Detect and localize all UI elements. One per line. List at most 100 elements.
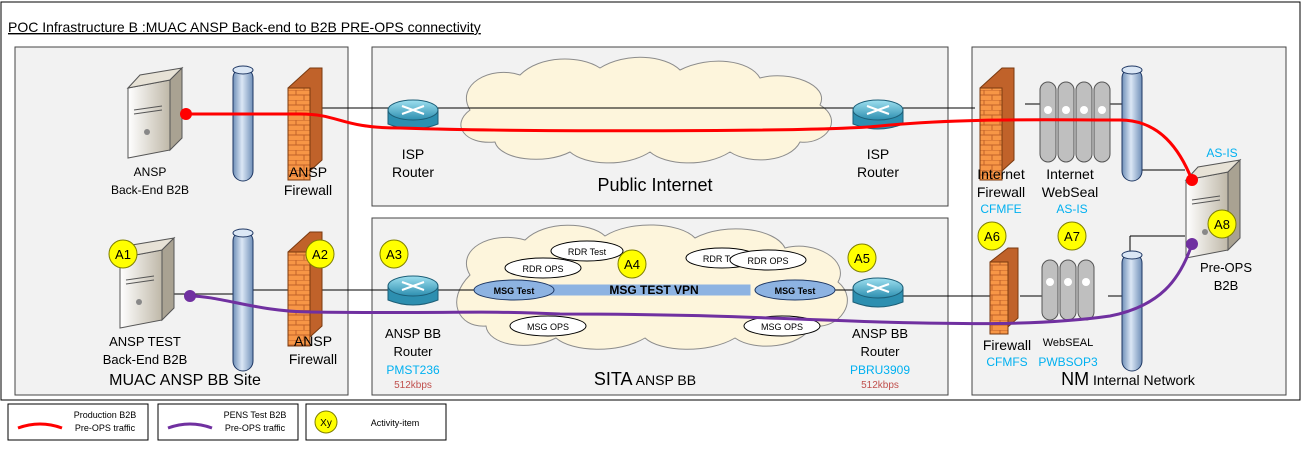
zone-label-nm: NM Internal Network [1061,369,1196,389]
svg-text:MSG OPS: MSG OPS [761,322,803,332]
activity-marker: A8 [1207,209,1237,239]
msg-test-node: MSG Test [754,279,836,301]
svg-text:RDR OPS: RDR OPS [522,264,563,274]
pens-endpoint [1186,238,1198,250]
activity-marker: A3 [379,239,409,269]
svg-text:A1: A1 [115,247,131,262]
svg-text:Pre-OPS: Pre-OPS [1200,260,1252,275]
code-internet-firewall: CFMFE [980,202,1021,216]
svg-text:ANSP: ANSP [289,164,327,180]
svg-text:Firewall: Firewall [977,184,1025,200]
zone-label-sita: SITA ANSP BB [594,369,696,389]
code-firewall-nm: CFMFS [986,355,1027,369]
legend-activity-symbol [314,410,338,434]
svg-text:ISP: ISP [402,146,425,162]
zone-label-muac: MUAC ANSP BB Site [109,372,261,389]
firewall-icon [989,247,1019,335]
code-bb-router-left: PMST236 [386,363,440,377]
label-firewall-nm: Firewall CFMFS [983,337,1031,369]
svg-text:Internet: Internet [977,166,1025,182]
router-icon [387,275,439,306]
pens-endpoint [184,290,196,302]
server-icon [126,66,184,159]
svg-text:Router: Router [392,164,434,180]
activity-marker: A2 [305,239,335,269]
label-isp-router-right: ISP Router [857,146,899,180]
code-bb-router-right: PBRU3909 [850,363,910,377]
speed-bb-router-left: 512kbps [394,380,432,391]
activity-marker: A5 [847,243,877,273]
label-bb-router-left: ANSP BB Router PMST236 512kbps [385,326,441,391]
activity-marker: A7 [1057,221,1087,251]
pipe-muac-bottom [232,228,254,372]
zone-label-internet: Public Internet [597,175,712,195]
svg-text:MSG Test: MSG Test [494,286,535,296]
svg-text:PENS Test B2B: PENS Test B2B [224,410,287,420]
webseal-icon [1039,81,1111,163]
activity-marker: A6 [977,221,1007,251]
label-preops-b2b: Pre-OPS B2B [1200,260,1252,293]
svg-text:Router: Router [857,164,899,180]
pipe-nm-bottom [1121,250,1143,372]
svg-text:A2: A2 [312,247,328,262]
svg-text:A6: A6 [984,229,1000,244]
production-traffic-line [186,112,1194,181]
svg-text:A3: A3 [386,247,402,262]
svg-text:MSG OPS: MSG OPS [527,322,569,332]
svg-text:A7: A7 [1064,229,1080,244]
label-internet-firewall: Internet Firewall CFMFE [977,166,1025,216]
svg-text:B2B: B2B [1214,278,1239,293]
svg-text:ANSP: ANSP [134,165,167,179]
legend-production [7,403,149,441]
label-ansp-firewall-bottom: ANSP Firewall [289,333,337,367]
page-title: POC Infrastructure B :MUAC ANSP Back-end… [8,19,481,35]
svg-text:Back-End B2B: Back-End B2B [103,352,188,367]
svg-text:Firewall: Firewall [983,337,1031,353]
label-ansp-firewall-top: ANSP Firewall [284,164,332,198]
svg-text:RDR Test: RDR Test [703,254,742,264]
svg-text:Xy: Xy [320,418,332,429]
label-bb-router-right: ANSP BB Router PBRU3909 512kbps [850,326,910,391]
label-internet-webseal: Internet WebSeal AS-IS [1042,166,1099,216]
pipe-muac-top [232,65,254,182]
server-icon [118,236,176,329]
label-webseal-nm: WebSEAL PWBSOP3 [1038,337,1098,369]
svg-text:MSG Test: MSG Test [775,286,816,296]
rdr-ops-node: RDR OPS [504,257,582,279]
msg-test-node: MSG Test [473,279,555,301]
label-test-backend: ANSP TEST Back-End B2B [103,334,188,367]
svg-text:Firewall: Firewall [289,351,337,367]
svg-text:A5: A5 [854,251,870,266]
svg-text:Pre-OPS traffic: Pre-OPS traffic [225,423,286,433]
pipe-nm-top [1121,65,1143,182]
router-icon [852,277,904,308]
rdr-ops-node: RDR OPS [729,249,807,271]
webseal-icon [1041,259,1095,321]
code-webseal-nm: PWBSOP3 [1038,355,1098,369]
svg-text:Activity-item: Activity-item [371,418,420,428]
code-internet-webseal: AS-IS [1056,202,1087,216]
legend-pens [157,403,299,441]
svg-text:A4: A4 [624,257,640,272]
svg-text:RDR Test: RDR Test [568,247,607,257]
svg-text:Firewall: Firewall [284,182,332,198]
svg-text:A8: A8 [1214,217,1230,232]
router-icon [852,99,904,130]
activity-marker: A1 [108,239,138,269]
svg-text:Router: Router [393,344,433,359]
svg-text:WebSeal: WebSeal [1042,184,1099,200]
svg-text:ISP: ISP [867,146,890,162]
activity-marker: A4 [617,249,647,279]
svg-text:ANSP BB: ANSP BB [852,326,908,341]
label-isp-router-left: ISP Router [392,146,434,180]
legend-production-line [17,422,63,430]
production-endpoint [180,108,192,120]
svg-text:ANSP: ANSP [294,333,332,349]
label-backend-b2b: ANSP Back-End B2B [111,165,189,197]
svg-text:RDR OPS: RDR OPS [747,256,788,266]
svg-text:Internet: Internet [1046,166,1094,182]
svg-text:Router: Router [860,344,900,359]
vpn-label: MSG TEST VPN [609,283,698,297]
msg-ops-node: MSG OPS [509,315,587,337]
